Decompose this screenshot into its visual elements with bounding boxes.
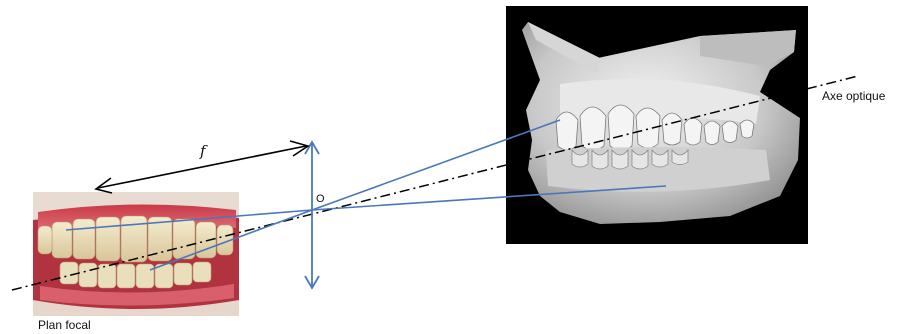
focal-plane-label: Plan focal: [38, 318, 91, 332]
upper-teeth: [38, 216, 233, 262]
focal-length-label: f: [200, 142, 206, 160]
optical-axis-label: Axe optique: [822, 89, 885, 103]
lens-center-label: O: [316, 193, 325, 205]
dental-model-image: [506, 6, 808, 244]
focal-plane-photo: [33, 192, 239, 316]
